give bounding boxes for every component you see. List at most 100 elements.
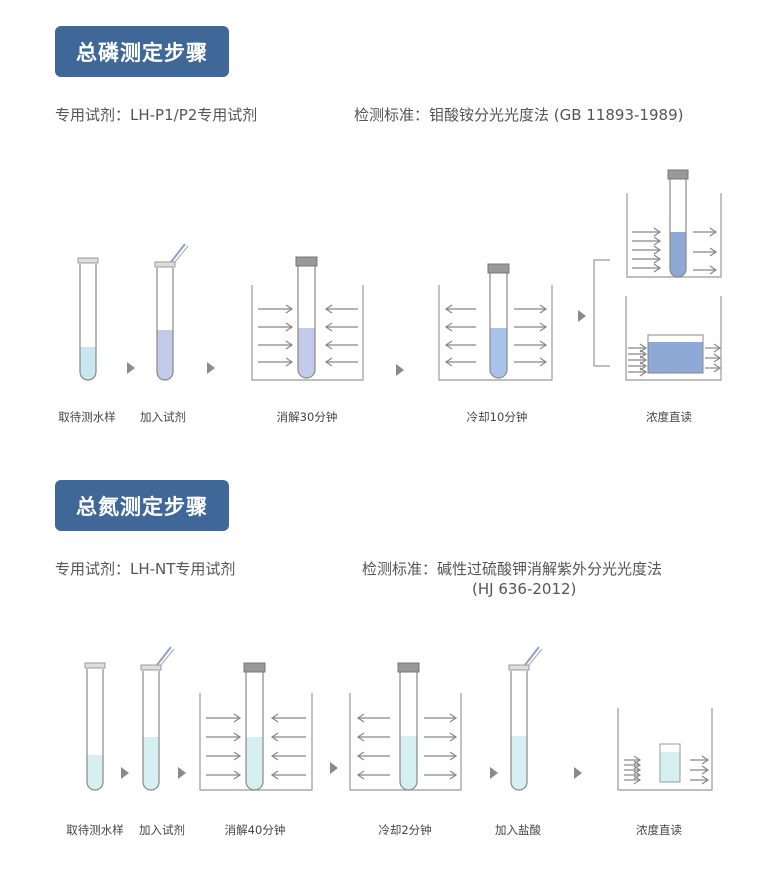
- heat-arrow-icon: [639, 367, 648, 377]
- test-tube: [245, 672, 264, 791]
- step-arrow-icon: [396, 364, 404, 376]
- water-bath: [251, 285, 364, 381]
- heat-arrow-icon: [539, 322, 548, 332]
- heat-arrow-icon: [356, 713, 365, 723]
- cuvette: [647, 334, 704, 374]
- heat-arrow-icon: [444, 340, 453, 350]
- heat-arrow-icon: [653, 254, 662, 264]
- tube-cap: [243, 662, 266, 673]
- heat-arrow-icon: [709, 265, 718, 275]
- nitrogen-reagent: 专用试剂：LH-NT专用试剂: [55, 560, 236, 578]
- n-step-label: 冷却2分钟: [378, 823, 432, 837]
- step-arrow-icon: [574, 767, 582, 779]
- heat-arrow-icon: [324, 304, 333, 314]
- heat-arrow-icon: [233, 713, 242, 723]
- tube-liquid: [80, 347, 96, 380]
- heat-arrow-icon: [270, 751, 279, 761]
- heat-arrow-icon: [356, 732, 365, 742]
- heat-arrow-icon: [713, 343, 722, 353]
- heat-arrow-icon: [709, 227, 718, 237]
- p-step-label: 浓度直读: [646, 410, 692, 424]
- water-bath: [438, 285, 553, 381]
- heat-arrow-icon: [539, 304, 548, 314]
- heat-arrow-icon: [270, 770, 279, 780]
- heat-arrow-icon: [233, 751, 242, 761]
- n-step-label: 浓度直读: [636, 823, 682, 837]
- heat-arrow-icon: [701, 755, 710, 765]
- step-arrow-icon: [121, 767, 129, 779]
- heat-arrow-icon: [653, 245, 662, 255]
- heat-arrow-icon: [324, 357, 333, 367]
- heat-arrow-icon: [653, 227, 662, 237]
- n-step-label: 加入盐酸: [495, 823, 541, 837]
- nitrogen-title-badge: 总氮测定步骤: [55, 480, 229, 531]
- step-arrow-icon: [207, 362, 215, 374]
- phosphorus-standard: 检测标准：钼酸铵分光光度法 (GB 11893-1989): [354, 106, 684, 124]
- n-step-label: 消解40分钟: [224, 823, 286, 837]
- step-arrow-icon: [178, 767, 186, 779]
- tube-rim: [140, 664, 162, 671]
- test-tube: [489, 273, 508, 379]
- tube-liquid: [490, 328, 507, 378]
- heat-arrow-icon: [233, 770, 242, 780]
- heat-arrow-icon: [539, 340, 548, 350]
- tube-liquid: [670, 232, 686, 277]
- water-bath: [617, 708, 713, 791]
- heat-arrow-icon: [270, 713, 279, 723]
- heat-arrow-icon: [324, 322, 333, 332]
- tube-liquid: [143, 737, 159, 790]
- heat-arrow-icon: [324, 340, 333, 350]
- heat-arrow-icon: [449, 770, 458, 780]
- tube-liquid: [511, 736, 527, 790]
- n-step-label: 取待测水样: [66, 823, 124, 837]
- heat-arrow-icon: [356, 751, 365, 761]
- p-step-label: 消解30分钟: [276, 410, 338, 424]
- p-step-label: 加入试剂: [140, 410, 186, 424]
- heat-arrow-icon: [633, 775, 642, 785]
- heat-arrow-icon: [713, 363, 722, 373]
- heat-arrow-icon: [449, 732, 458, 742]
- heat-arrow-icon: [285, 340, 294, 350]
- p-step-label: 取待测水样: [58, 410, 116, 424]
- nitrogen-standard: 检测标准：碱性过硫酸钾消解紫外分光光度法: [362, 560, 663, 578]
- heat-arrow-icon: [713, 353, 722, 363]
- test-tube: [510, 671, 528, 791]
- heat-arrow-icon: [356, 770, 365, 780]
- heat-arrow-icon: [449, 713, 458, 723]
- heat-arrow-icon: [285, 304, 294, 314]
- tube-cap: [487, 263, 510, 274]
- tube-rim: [508, 664, 530, 671]
- tube-rim: [154, 261, 176, 268]
- step-arrow-icon: [330, 762, 338, 774]
- heat-arrow-icon: [653, 236, 662, 246]
- tube-liquid: [246, 737, 263, 790]
- pipette-icon: [528, 648, 543, 666]
- heat-arrow-icon: [444, 304, 453, 314]
- cuvette-liquid: [648, 342, 703, 373]
- tube-liquid: [157, 330, 173, 380]
- pipette-icon: [170, 243, 186, 263]
- pipette-icon: [156, 646, 172, 666]
- pipette-icon: [524, 646, 540, 666]
- heat-arrow-icon: [709, 247, 718, 257]
- tube-liquid: [400, 736, 417, 790]
- heat-arrow-icon: [701, 765, 710, 775]
- p-step-label: 冷却10分钟: [466, 410, 528, 424]
- water-bath: [626, 193, 722, 278]
- n-step-label: 加入试剂: [139, 823, 185, 837]
- heat-arrow-icon: [233, 732, 242, 742]
- test-tube: [86, 669, 104, 791]
- tube-liquid: [298, 328, 315, 378]
- heat-arrow-icon: [285, 357, 294, 367]
- heat-arrow-icon: [285, 322, 294, 332]
- test-tube: [142, 671, 160, 791]
- heat-arrow-icon: [449, 751, 458, 761]
- heat-arrow-icon: [444, 322, 453, 332]
- heat-arrow-icon: [701, 775, 710, 785]
- heat-arrow-icon: [539, 357, 548, 367]
- test-tube: [669, 179, 687, 278]
- tube-cap: [667, 169, 689, 180]
- tube-cap: [295, 256, 318, 267]
